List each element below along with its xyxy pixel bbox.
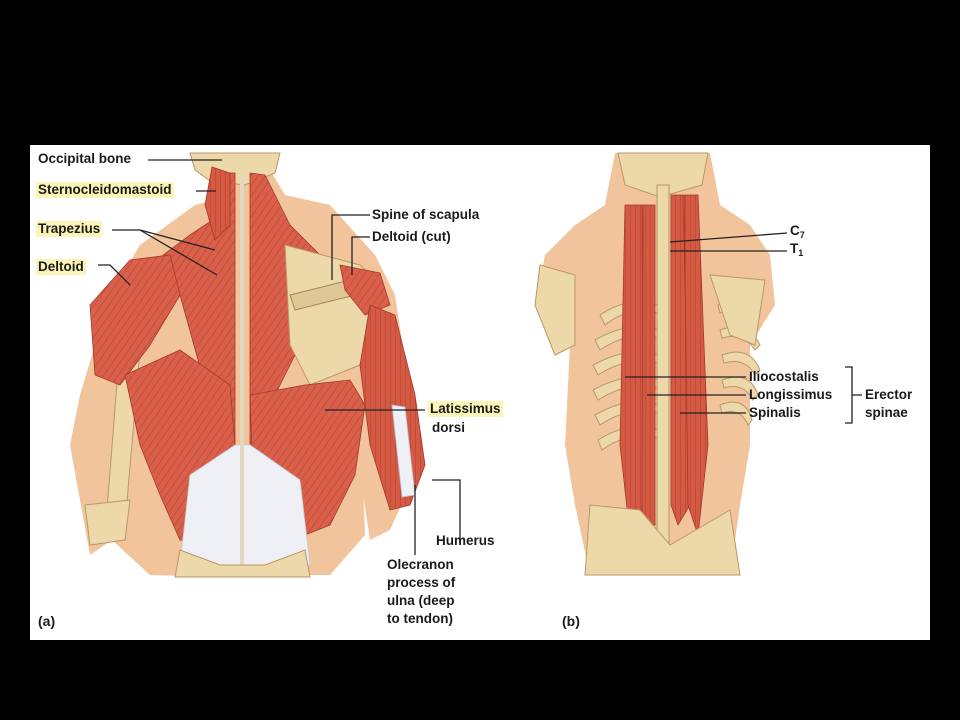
label-olecranon-1: Olecranon [387, 557, 454, 572]
label-longissimus: Longissimus [749, 387, 833, 402]
label-spinalis: Spinalis [749, 405, 801, 420]
label-spine-of-scapula: Spine of scapula [372, 207, 480, 222]
label-humerus: Humerus [436, 533, 495, 548]
label-deltoid: Deltoid [36, 259, 86, 275]
right-erector-muscle [683, 194, 709, 536]
panel-b-leaders [625, 232, 862, 424]
figure-panel: Occipital bone Sternocleidomastoid Trape… [30, 145, 930, 640]
pelvis-a [174, 549, 311, 578]
label-t1-sub: 1 [798, 248, 804, 258]
pelvis-b [584, 504, 741, 576]
label-olecranon-2: process of [387, 575, 456, 590]
label-dorsi: dorsi [432, 420, 466, 435]
label-erector: Erector [865, 387, 913, 402]
label-t1: T1 [790, 241, 804, 258]
panel-b-body [534, 152, 775, 576]
label-latissimus: Latissimus [428, 401, 503, 417]
sternocleidomastoid-muscle [204, 166, 231, 241]
label-olecranon-3: ulna (deep [387, 593, 455, 608]
panel-b-tag: (b) [562, 613, 580, 629]
deltoid-left [89, 254, 181, 386]
anatomy-illustration [70, 152, 862, 578]
label-trapezius: Trapezius [36, 221, 103, 237]
panel-a-body [70, 152, 426, 578]
longissimus-muscle [641, 204, 656, 526]
spinalis-muscle [670, 194, 691, 526]
panel-a-leaders [98, 159, 461, 555]
label-t1-main: T [790, 241, 799, 256]
label-c7-main: C [790, 223, 800, 238]
label-sternocleidomastoid: Sternocleidomastoid [36, 182, 174, 198]
label-occipital-bone: Occipital bone [38, 151, 132, 166]
label-deltoid-cut: Deltoid (cut) [372, 229, 451, 244]
label-c7-sub: 7 [799, 230, 805, 240]
panel-a-tag: (a) [38, 613, 56, 629]
skull-b [617, 152, 709, 198]
label-c7: C7 [790, 223, 805, 240]
vertebral-column [656, 184, 670, 566]
label-olecranon-4: to tendon) [387, 611, 453, 626]
label-spinae: spinae [865, 405, 908, 420]
left-elbow [84, 499, 131, 546]
arm-b-left [534, 264, 576, 356]
label-iliocostalis: Iliocostalis [749, 369, 819, 384]
scapula-b [709, 274, 766, 346]
